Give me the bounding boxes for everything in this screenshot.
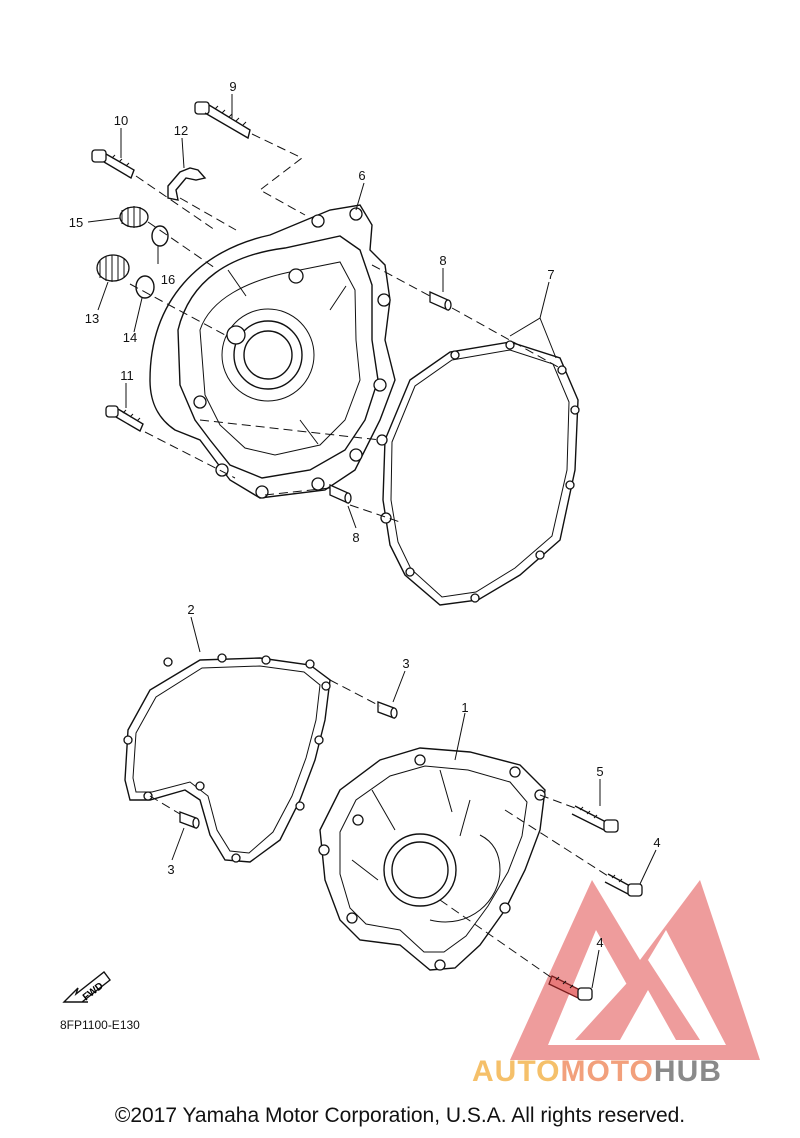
crankcase-cover-1 (318, 747, 546, 971)
callout-3-lower: 3 (167, 862, 174, 877)
callout-14: 14 (123, 330, 137, 345)
callout-9: 9 (229, 79, 236, 94)
bolt-11 (105, 405, 144, 433)
gasket-7 (376, 340, 580, 606)
watermark-auto: AUTO (472, 1055, 561, 1088)
plug-13 (96, 254, 130, 282)
bolt-10 (91, 149, 135, 180)
callout-8-upper: 8 (439, 253, 446, 268)
fwd-label: FWD (81, 981, 106, 1004)
fwd-arrow-icon: FWD (62, 971, 111, 1004)
drawing-code: 8FP1100-E130 (60, 1018, 140, 1032)
callout-labels: 1 2 3 3 4 4 5 6 7 8 8 9 10 11 12 13 14 1… (69, 79, 661, 950)
watermark-logo-icon (510, 880, 760, 1060)
callout-11: 11 (120, 368, 134, 383)
callout-3-upper: 3 (402, 656, 409, 671)
dowel-8-lower (329, 483, 352, 505)
bolt-9 (194, 101, 251, 140)
oring-16 (151, 225, 169, 247)
callout-15: 15 (69, 215, 83, 230)
bolt-4-lower (548, 975, 593, 1001)
dowel-3-upper (377, 701, 398, 719)
assembly-lines-upper (129, 133, 561, 523)
plug-15 (119, 206, 149, 228)
copyright-notice: ©2017 Yamaha Motor Corporation, U.S.A. A… (114, 1104, 686, 1127)
callout-4-lower: 4 (596, 935, 603, 950)
callout-8-lower: 8 (352, 530, 359, 545)
bolt-4-upper (604, 873, 643, 897)
crankcase-cover-6 (149, 204, 396, 499)
watermark-text: AUTOMOTOHUB (472, 1055, 722, 1089)
callout-5: 5 (596, 764, 603, 779)
assembly-lines-lower (149, 679, 609, 979)
oring-14 (135, 275, 155, 299)
callout-10: 10 (114, 113, 128, 128)
callout-12: 12 (174, 123, 188, 138)
callout-7: 7 (547, 267, 554, 282)
callout-2: 2 (187, 602, 194, 617)
watermark-hub: HUB (653, 1055, 722, 1088)
dowel-8-upper (429, 290, 452, 312)
gasket-2 (123, 653, 331, 863)
callout-16: 16 (161, 272, 175, 287)
callout-13: 13 (85, 311, 99, 326)
callout-6: 6 (358, 168, 365, 183)
watermark-moto: MOTO (560, 1055, 654, 1088)
callout-1: 1 (461, 700, 468, 715)
leader-lines (87, 94, 657, 989)
bolt-5 (571, 805, 619, 833)
dowel-3-lower (179, 811, 200, 829)
bracket-12 (167, 167, 207, 201)
callout-4-upper: 4 (653, 835, 660, 850)
